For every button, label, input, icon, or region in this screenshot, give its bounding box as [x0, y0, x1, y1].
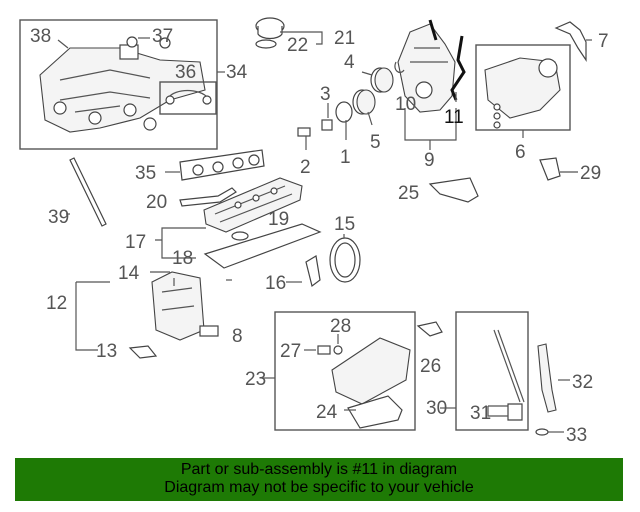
oil-pump — [475, 44, 571, 138]
info-banner: Part or sub-assembly is #11 in diagram D… — [15, 458, 623, 501]
highlighted-hose — [428, 19, 466, 101]
dipstick-box — [455, 311, 529, 431]
callout-7: 7 — [598, 31, 609, 52]
callout-3: 3 — [320, 84, 331, 105]
callout-38: 38 — [30, 26, 51, 47]
callout-24: 24 — [316, 402, 338, 423]
callout-10: 10 — [395, 94, 416, 115]
gasket-7 — [554, 21, 587, 62]
oil-pan-box — [274, 311, 416, 431]
callout-14: 14 — [118, 263, 140, 284]
bracket-26 — [416, 321, 443, 337]
callout-33: 33 — [566, 425, 587, 446]
seal-15-16 — [305, 234, 361, 288]
dipstick-tube — [537, 343, 557, 413]
callout-13: 13 — [96, 341, 117, 362]
banner-line-1: Part or sub-assembly is #11 in diagram — [180, 461, 458, 478]
mount-29 — [539, 157, 561, 181]
callout-8: 8 — [232, 326, 243, 347]
banner-line-2: Diagram may not be specific to your vehi… — [164, 479, 474, 496]
exhaust-gasket — [165, 149, 265, 181]
callout-39: 39 — [48, 207, 69, 228]
timing-cover — [394, 23, 456, 113]
callout-17: 17 — [125, 232, 146, 253]
callout-29: 29 — [580, 163, 601, 184]
callout-2: 2 — [300, 157, 311, 178]
callout-35: 35 — [135, 163, 156, 184]
sprockets — [297, 67, 394, 150]
intake-manifold-group — [19, 19, 225, 150]
callout-31: 31 — [470, 403, 491, 424]
bracket-25 — [428, 177, 479, 203]
callout-4: 4 — [344, 52, 355, 73]
dipstick-39 — [69, 157, 107, 227]
callout-1: 1 — [340, 147, 351, 168]
callout-37: 37 — [152, 26, 173, 47]
callout-9: 9 — [424, 150, 435, 171]
callout-26: 26 — [420, 356, 441, 377]
callout-30: 30 — [426, 398, 447, 419]
callout-20: 20 — [146, 192, 167, 213]
callout-27: 27 — [280, 341, 301, 362]
callout-19: 19 — [268, 209, 289, 230]
side-cover — [75, 271, 219, 359]
callout-28: 28 — [330, 316, 351, 337]
callout-12: 12 — [46, 293, 67, 314]
leader-lines — [57, 37, 578, 433]
callout-18: 18 — [172, 248, 193, 269]
callout-11: 11 — [444, 107, 464, 128]
callout-labels: 1 2 3 4 5 6 7 8 9 10 11 12 13 14 15 16 1… — [30, 26, 609, 446]
callout-25: 25 — [398, 183, 419, 204]
callout-5: 5 — [370, 132, 381, 153]
callout-22: 22 — [287, 35, 308, 56]
callout-34: 34 — [226, 62, 248, 83]
callout-36: 36 — [175, 62, 196, 83]
valve-cover — [155, 177, 322, 269]
callout-21: 21 — [334, 28, 355, 49]
callout-15: 15 — [334, 214, 355, 235]
oil-filler-cap — [255, 17, 323, 49]
pcv-hose — [179, 187, 237, 207]
parts-diagram: 1 2 3 4 5 6 7 8 9 10 11 12 13 14 15 16 1… — [19, 17, 609, 446]
callout-16: 16 — [265, 273, 286, 294]
callout-23: 23 — [245, 369, 266, 390]
callout-6: 6 — [515, 142, 526, 163]
callout-32: 32 — [572, 372, 593, 393]
